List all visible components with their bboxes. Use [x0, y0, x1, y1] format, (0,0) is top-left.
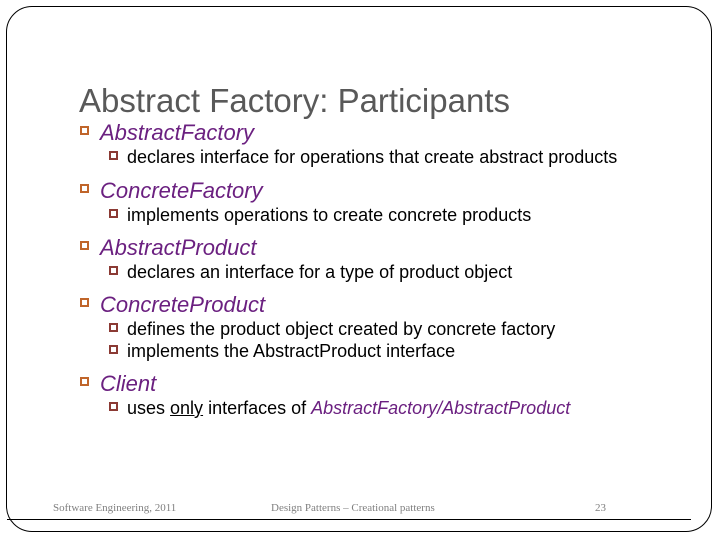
spacer: [79, 226, 704, 234]
slide-body: AbstractFactory declares interface for o…: [79, 119, 704, 419]
square-bullet-icon: [109, 345, 118, 354]
square-bullet-icon: [80, 126, 89, 135]
participant-heading: ConcreteProduct: [79, 291, 704, 318]
participant-detail: defines the product object created by co…: [109, 318, 704, 340]
participant-detail-label: declares an interface for a type of prod…: [127, 262, 513, 282]
participant-heading-label: Client: [100, 371, 157, 396]
square-bullet-icon: [109, 323, 118, 332]
slide-footer: Software Engineering, 2011 Design Patter…: [7, 499, 697, 517]
square-bullet-icon: [109, 266, 118, 275]
participant-heading: AbstractFactory: [79, 119, 704, 146]
participant-detail: uses only interfaces of AbstractFactory/…: [109, 397, 704, 419]
participant-detail: implements operations to create concrete…: [109, 204, 704, 226]
participant-group: ConcreteProduct defines the product obje…: [79, 291, 704, 362]
participant-detail-label: declares interface for operations that c…: [127, 147, 618, 167]
square-bullet-icon: [80, 184, 89, 193]
participant-heading: AbstractProduct: [79, 234, 704, 261]
participant-detail: declares interface for operations that c…: [109, 146, 704, 168]
participant-group: ConcreteFactory implements operations to…: [79, 177, 704, 226]
participant-heading: ConcreteFactory: [79, 177, 704, 204]
participant-heading-label: ConcreteFactory: [100, 178, 263, 203]
participant-group: AbstractProduct declares an interface fo…: [79, 234, 704, 283]
square-bullet-icon: [80, 298, 89, 307]
spacer: [79, 168, 704, 177]
participant-group: Client uses only interfaces of AbstractF…: [79, 370, 704, 419]
participant-detail-label: implements operations to create concrete…: [127, 205, 532, 225]
square-bullet-icon: [109, 209, 118, 218]
slide-frame: Abstract Factory: Participants AbstractF…: [6, 6, 712, 532]
participant-heading-label: ConcreteProduct: [100, 292, 266, 317]
spacer: [79, 283, 704, 291]
square-bullet-icon: [109, 402, 118, 411]
footer-page-number: 23: [595, 502, 606, 514]
detail-text-underlined: only: [170, 398, 204, 418]
detail-text-after: interfaces of: [203, 398, 312, 418]
participant-detail-label: defines the product object created by co…: [127, 319, 556, 339]
square-bullet-icon: [80, 241, 89, 250]
spacer: [79, 362, 704, 370]
participant-group: AbstractFactory declares interface for o…: [79, 119, 704, 168]
participant-detail: implements the AbstractProduct interface: [109, 340, 704, 362]
footer-divider: [7, 519, 691, 520]
footer-course-label: Software Engineering, 2011: [53, 502, 177, 514]
detail-text-emphasis: AbstractFactory/AbstractProduct: [311, 398, 571, 418]
square-bullet-icon: [80, 377, 89, 386]
detail-text-before: uses: [127, 398, 171, 418]
footer-topic-label: Design Patterns – Creational patterns: [271, 502, 435, 514]
participant-detail: declares an interface for a type of prod…: [109, 261, 704, 283]
participant-heading-label: AbstractFactory: [100, 120, 255, 145]
square-bullet-icon: [109, 151, 118, 160]
participant-detail-label: implements the AbstractProduct interface: [127, 341, 456, 361]
page-title: Abstract Factory: Participants: [79, 82, 510, 120]
participant-heading-label: AbstractProduct: [100, 235, 257, 260]
participant-heading: Client: [79, 370, 704, 397]
